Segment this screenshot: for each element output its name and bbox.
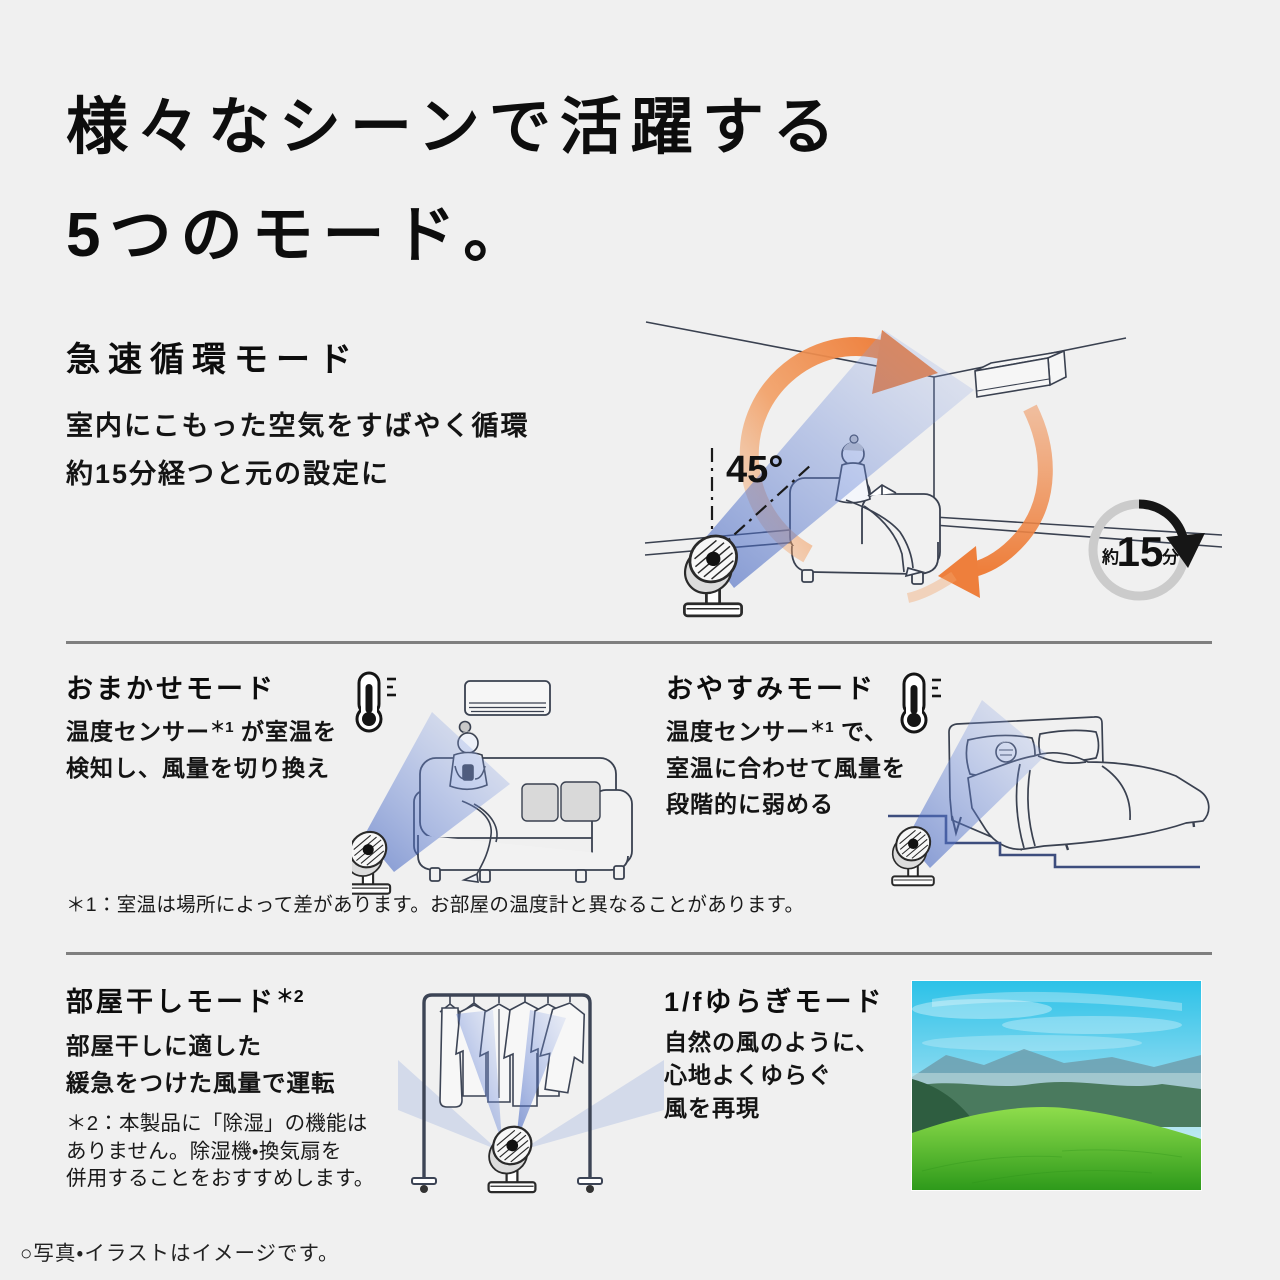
omakase-mode-description: 温度センサー＊1 が室温を 検知し、風量を切り換え [66, 710, 337, 786]
thermometer-icon [355, 671, 398, 733]
heyaboshi-desc-line1: 部屋干しに適した [66, 1033, 262, 1059]
oyasumi-mode-description: 温度センサー＊1 で、 室温に合わせて風量を 段階的に弱める [666, 710, 906, 822]
rapid-mode-description: 室内にこもった空気をすばやく循環 約15分経つと元の設定に [66, 402, 529, 498]
air-conditioner [974, 349, 1067, 398]
timer-value: 15 [1117, 528, 1164, 575]
timer-prefix: 約 [1101, 547, 1119, 567]
wind-beam [700, 330, 974, 588]
divider-1 [66, 641, 1212, 644]
timer-unit: 分 [1161, 548, 1180, 567]
omakase-mode-illustration [352, 671, 633, 895]
timer-badge: 約 15 分 [1088, 499, 1205, 601]
footnote-2: ＊2：本製品に「除湿」の機能は ありません。除湿機・換気扇を 併用することをおす… [66, 1112, 375, 1190]
footnote-ref-2: ＊2 [276, 986, 304, 1007]
clouds [912, 991, 1182, 1051]
rapid-desc-line2: 約15分経つと元の設定に [66, 459, 391, 489]
divider-2 [66, 952, 1212, 955]
fluctuation-desc-line3: 風を再現 [664, 1095, 760, 1121]
oyasumi-desc-line3: 段階的に弱める [666, 790, 834, 817]
footnote-ref-1: ＊1 [810, 719, 834, 736]
nature-landscape-photo [911, 980, 1202, 1191]
oyasumi-desc-line1: 温度センサー＊1 で、 [666, 718, 889, 745]
grass-texture [921, 1149, 1183, 1184]
air-conditioner [464, 680, 551, 716]
thermometer-icon [900, 672, 943, 734]
rapid-mode-illustration: 45° 約 15 分 [644, 321, 1222, 618]
footnote-1: ＊1：室温は場所によって差があります。お部屋の温度計と異なることがあります。 [66, 894, 805, 916]
fluctuation-desc-line1: 自然の風のように、 [664, 1029, 880, 1055]
rapid-mode-title: 急速循環モード [66, 341, 360, 379]
heyaboshi-desc-line2: 緩急をつけた風量で運転 [66, 1070, 336, 1096]
rapid-desc-line1: 室内にこもった空気をすばやく循環 [66, 411, 530, 441]
hanging-clothes [439, 995, 586, 1108]
fluctuation-desc-line2: 心地よくゆらぐ [664, 1062, 832, 1088]
heyaboshi-mode-title: 部屋干しモード＊2 [66, 986, 304, 1017]
oyasumi-desc-line2: 室温に合わせて風量を [666, 754, 906, 781]
omakase-desc-line2: 検知し、風量を切り換え [66, 754, 330, 781]
wind-beam [364, 712, 510, 872]
wind-beam-right [516, 1010, 566, 1142]
oyasumi-mode-illustration [882, 672, 1210, 887]
fluctuation-mode-description: 自然の風のように、 心地よくゆらぐ 風を再現 [664, 1026, 879, 1125]
heyaboshi-mode-illustration [398, 993, 664, 1194]
omakase-desc-line1: 温度センサー＊1 が室温を [66, 718, 338, 745]
circulator-fan-icon [477, 1117, 543, 1194]
image-disclaimer: ○写真・イラストはイメージです。 [20, 1242, 340, 1265]
page-title: 様々なシーンで活躍する 5つのモード。 [66, 74, 844, 290]
oyasumi-mode-title: おやすみモード [666, 674, 876, 704]
clothes-rack [411, 993, 603, 1193]
footnote-ref-1: ＊1 [210, 719, 234, 736]
fluctuation-mode-title: 1/fゆらぎモード [664, 987, 885, 1017]
wind-beam-left [456, 1010, 502, 1142]
page-title-line1: 様々なシーンで活躍する [66, 93, 844, 162]
grass-hill [912, 1107, 1201, 1190]
heyaboshi-mode-description: 部屋干しに適した 緩急をつけた風量で運転 [66, 1028, 336, 1102]
page-title-line2: 5つのモード。 [66, 201, 535, 270]
angle-label: 45° [726, 449, 783, 491]
wind-beam [906, 700, 1047, 868]
omakase-mode-title: おまかせモード [66, 674, 276, 704]
wind-beam-wide-right [522, 1060, 664, 1150]
